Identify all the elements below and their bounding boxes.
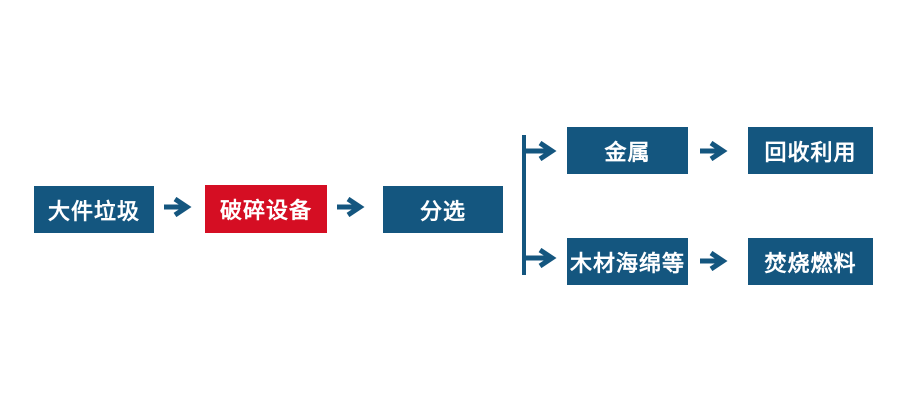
node-metal: 金属 (567, 127, 688, 174)
node-incineration-fuel: 焚烧燃料 (748, 238, 873, 285)
branch-arrow-top-icon (522, 141, 558, 161)
branch-arrow-bottom-icon (522, 248, 558, 268)
arrow-right-icon (699, 251, 729, 271)
node-bulky-waste: 大件垃圾 (34, 186, 154, 233)
node-crushing-equipment: 破碎设备 (205, 185, 327, 233)
arrow-right-icon (699, 141, 729, 161)
node-sorting: 分选 (383, 186, 503, 233)
branch-connector-line (522, 135, 526, 275)
node-recycling: 回收利用 (748, 127, 873, 174)
node-wood-sponge-etc: 木材海绵等 (567, 238, 688, 285)
arrow-right-icon (336, 197, 366, 217)
arrow-right-icon (163, 197, 193, 217)
